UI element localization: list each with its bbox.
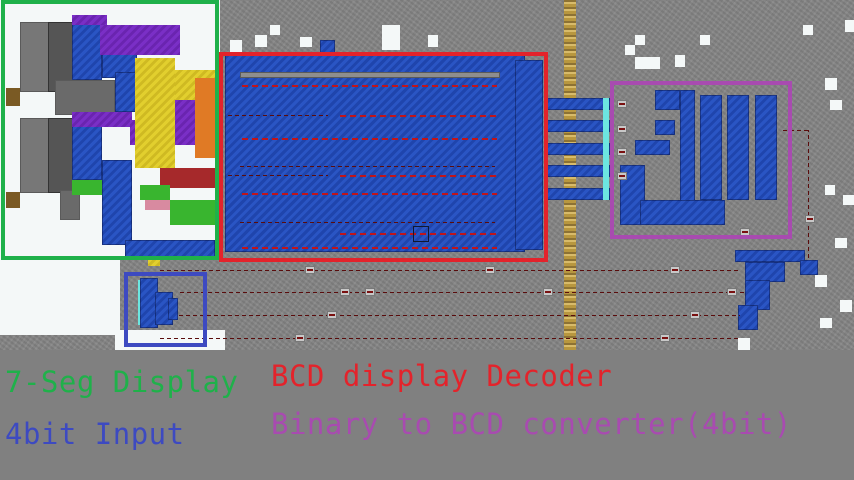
decoder-region-box: [219, 52, 548, 262]
game-viewport[interactable]: [0, 0, 854, 350]
snow-patch: [815, 275, 827, 287]
snow-patch: [700, 35, 710, 45]
snow-patch: [803, 25, 813, 35]
snow-patch: [675, 55, 685, 67]
snow-patch: [835, 238, 847, 248]
decoder-label: BCD display Decoder: [271, 359, 613, 393]
converter-region-box: [610, 81, 792, 239]
snow-patch: [845, 20, 854, 32]
display-label: 7-Seg Display: [5, 365, 239, 399]
snow-patch: [840, 300, 852, 312]
snow-patch: [270, 25, 280, 35]
converter-label: Binary to BCD converter(4bit): [271, 407, 792, 441]
snow-patch: [625, 45, 635, 55]
input-region-box: [124, 272, 207, 347]
input-label: 4bit Input: [5, 417, 185, 451]
snow-patch: [255, 35, 267, 47]
snow-patch: [738, 338, 750, 350]
snow-patch: [830, 100, 842, 110]
snow-patch: [382, 25, 400, 50]
snow-patch: [635, 35, 645, 45]
snow-patch: [300, 37, 312, 47]
display-region-box: [1, 0, 219, 260]
snow-patch: [635, 57, 660, 69]
snow-patch: [825, 78, 837, 90]
block-selection-outline: [413, 226, 429, 242]
snow-patch: [843, 195, 854, 205]
snow-patch: [230, 40, 242, 52]
snow-patch: [825, 185, 835, 195]
snow-patch: [0, 255, 120, 335]
snow-patch: [428, 35, 438, 47]
snow-patch: [820, 318, 832, 328]
